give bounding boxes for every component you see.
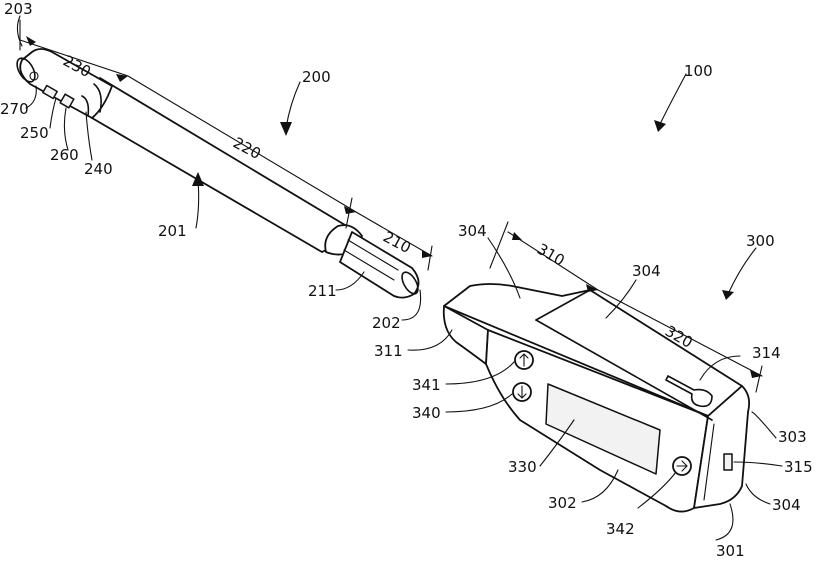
label-303: 303	[778, 428, 807, 446]
label-304b: 304	[632, 262, 661, 280]
port-315	[724, 454, 732, 470]
label-342: 342	[606, 520, 635, 538]
probe-assembly	[13, 49, 421, 298]
label-330: 330	[508, 458, 537, 476]
label-302: 302	[548, 494, 577, 512]
leader-250	[50, 98, 56, 128]
leader-301	[716, 504, 733, 540]
label-240: 240	[84, 160, 113, 178]
label-250: 250	[20, 124, 49, 142]
label-341: 341	[412, 376, 441, 394]
label-304a: 304	[458, 222, 487, 240]
leader-240	[86, 112, 92, 160]
label-300: 300	[746, 232, 775, 250]
housing-assembly	[444, 284, 749, 512]
label-311: 311	[374, 342, 403, 360]
leader-311	[408, 330, 452, 350]
leader-100	[660, 74, 686, 124]
leader-300	[728, 248, 756, 294]
dim-210-ext	[428, 246, 432, 270]
label-211: 211	[308, 282, 337, 300]
label-200: 200	[302, 68, 331, 86]
label-301: 301	[716, 542, 745, 560]
label-315: 315	[784, 458, 813, 476]
dim-arrow-6-icon	[586, 284, 598, 292]
label-340: 340	[412, 404, 441, 422]
dim-arrow-5-icon	[512, 232, 522, 240]
label-100: 100	[684, 62, 713, 80]
label-270: 270	[0, 100, 29, 118]
label-260: 260	[50, 146, 79, 164]
arrow-100-icon	[654, 120, 666, 132]
probe-barrel	[92, 78, 350, 252]
leader-201	[196, 180, 199, 228]
label-310: 310	[534, 240, 568, 270]
label-201: 201	[158, 222, 187, 240]
dim-320-ext	[756, 366, 762, 392]
label-304c: 304	[772, 496, 801, 514]
arrow-300-icon	[722, 290, 734, 300]
label-203: 203	[4, 0, 33, 18]
arrow-200-icon	[280, 122, 292, 136]
leader-260	[64, 108, 68, 150]
label-314: 314	[752, 344, 781, 362]
leader-304c	[746, 484, 770, 504]
leader-303	[752, 412, 776, 438]
leader-200	[286, 82, 300, 128]
label-202: 202	[372, 314, 401, 332]
